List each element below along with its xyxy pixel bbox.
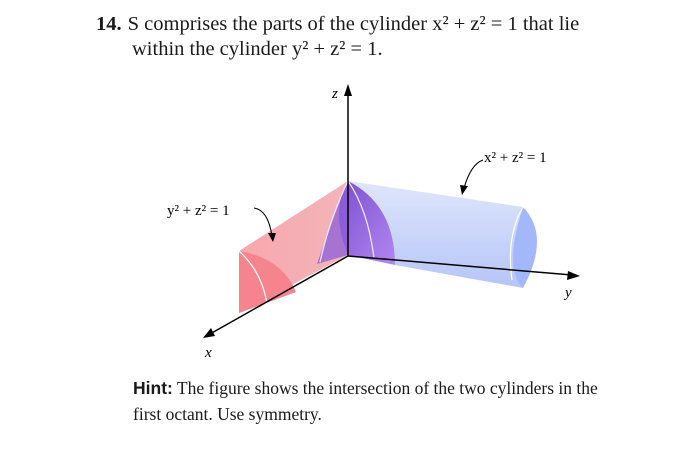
hint-line-1: Hint: The figure shows the intersection … [133, 375, 653, 401]
right-pointer-arrow [463, 159, 484, 189]
axis-label-z: z [331, 86, 338, 102]
right-cylinder-end-face [513, 207, 537, 288]
hint-line-2: first octant. Use symmetry. [133, 404, 322, 424]
intersection-curve-2 [319, 180, 349, 263]
left-end-curve [238, 250, 268, 305]
y-axis [347, 255, 573, 276]
left-pointer-arrow [253, 207, 273, 237]
x-axis [209, 255, 349, 335]
z-axis-arrow [344, 84, 352, 96]
problem-statement: 14.S comprises the parts of the cylinder… [96, 12, 686, 62]
hint: Hint: The figure shows the intersection … [133, 375, 653, 427]
right-end-curve [509, 206, 524, 281]
problem-line-1: 14.S comprises the parts of the cylinder… [96, 12, 686, 37]
label-right-cylinder: x² + z² = 1 [484, 150, 547, 166]
right-pointer-arrowhead [460, 185, 468, 195]
axis-label-x: x [204, 345, 212, 361]
x-axis-arrow [203, 328, 215, 338]
hint-label: Hint: [133, 378, 173, 398]
problem-text-1: S comprises the parts of the cylinder x²… [127, 13, 580, 35]
y-axis-arrow [567, 271, 580, 280]
intersection-curve-1 [347, 180, 375, 259]
axis-label-y: y [563, 285, 572, 301]
hint-text-1: The figure shows the intersection of the… [176, 378, 598, 398]
problem-line-2: within the cylinder y² + z² = 1. [132, 38, 383, 60]
problem-number: 14. [96, 13, 122, 35]
right-cylinder-surface [348, 181, 523, 288]
label-left-cylinder: y² + z² = 1 [167, 203, 230, 219]
left-pointer-arrowhead [268, 233, 276, 242]
